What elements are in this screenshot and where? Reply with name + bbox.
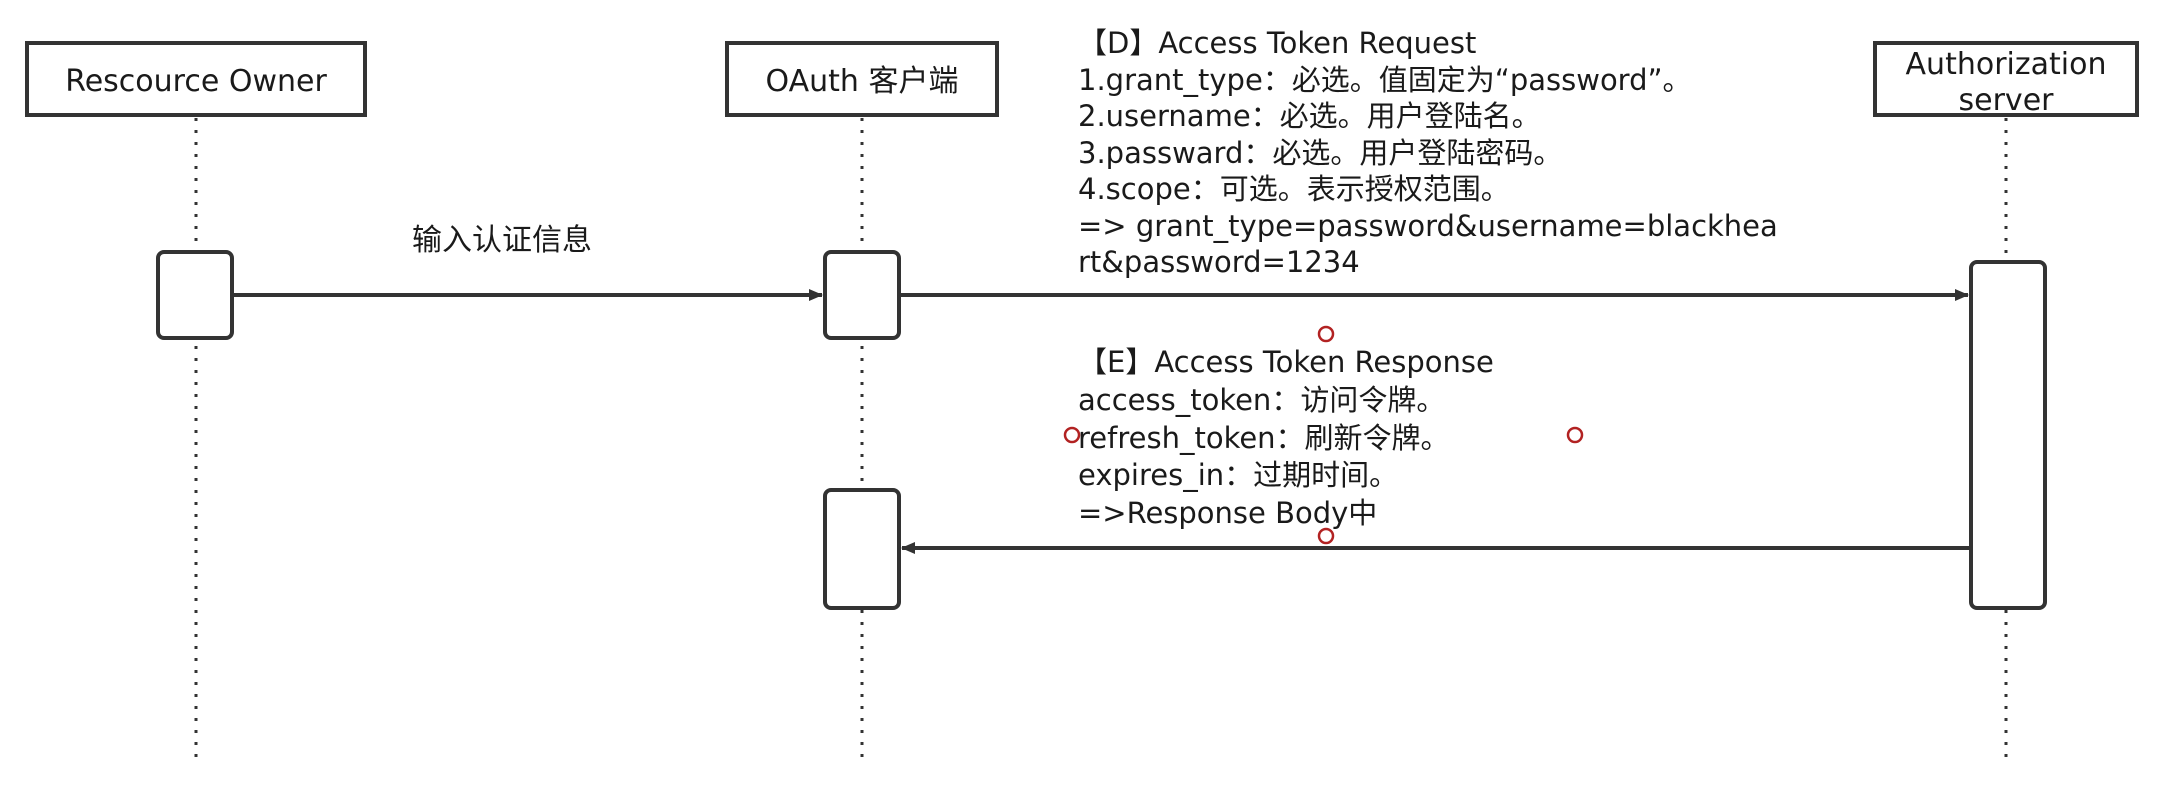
response-note-line: access_token：访问令牌。 <box>1078 383 1445 417</box>
participant-box <box>1873 41 2139 117</box>
request-note-line: rt&password=1234 <box>1078 245 1360 279</box>
activation-oauth-client-2[interactable] <box>823 488 901 610</box>
selection-handle-right[interactable] <box>1566 426 1584 444</box>
request-note[interactable]: 【D】Access Token Request 1.grant_type：必选。… <box>1078 26 1778 279</box>
participant-auth-server[interactable]: Authorization server <box>1873 41 2139 118</box>
request-note-line: 1.grant_type：必选。值固定为“password”。 <box>1078 63 1692 97</box>
participant-box <box>25 41 367 117</box>
message-label-credentials: 输入认证信息 <box>412 223 592 258</box>
participant-oauth-client[interactable]: OAuth 客户端 <box>725 41 999 117</box>
response-note-line: 【E】Access Token Response <box>1078 345 1494 379</box>
participant-label-line-2: server <box>1959 83 2055 118</box>
response-note-line: expires_in：过期时间。 <box>1078 458 1398 492</box>
selection-handle-top[interactable] <box>1317 325 1335 343</box>
request-note-line: => grant_type=password&username=blackhea <box>1078 209 1778 243</box>
participant-box <box>725 41 999 117</box>
selection-handle-bottom[interactable] <box>1317 527 1335 545</box>
participant-label: Rescource Owner <box>65 64 327 99</box>
participant-resource-owner[interactable]: Rescource Owner <box>25 41 367 117</box>
activation-auth-server[interactable] <box>1969 260 2047 610</box>
request-note-line: 【D】Access Token Request <box>1078 26 1476 60</box>
request-note-line: 3.passward：必选。用户登陆密码。 <box>1078 136 1562 170</box>
selection-handle-left[interactable] <box>1063 426 1081 444</box>
activation-resource-owner[interactable] <box>156 250 234 340</box>
request-note-line: 2.username：必选。用户登陆名。 <box>1078 99 1541 133</box>
participant-label: OAuth 客户端 <box>766 64 959 99</box>
activation-oauth-client-1[interactable] <box>823 250 901 340</box>
participant-label-line-1: Authorization <box>1906 47 2107 82</box>
response-note-line: refresh_token：刷新令牌。 <box>1078 421 1450 455</box>
response-note-line: =>Response Body中 <box>1078 496 1377 530</box>
request-note-line: 4.scope：可选。表示授权范围。 <box>1078 172 1510 206</box>
response-note[interactable]: 【E】Access Token Response access_token：访问… <box>1078 345 1494 530</box>
